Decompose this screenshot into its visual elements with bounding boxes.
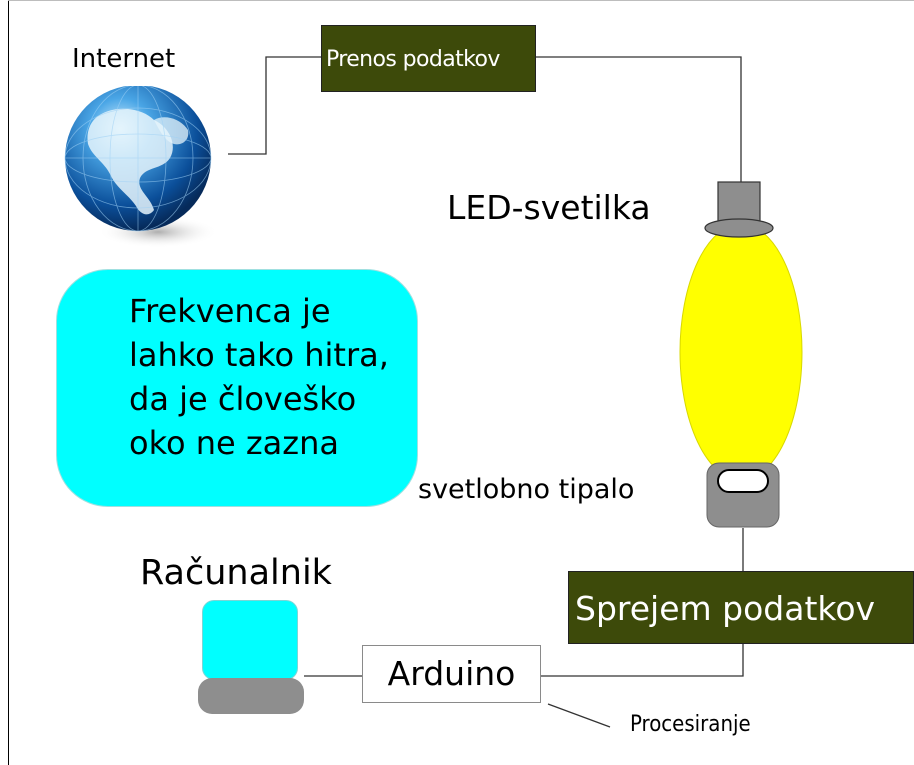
led-lamp-icon	[675, 178, 815, 502]
processing-pointer	[547, 703, 611, 728]
light-sensor-label: svetlobno tipalo	[418, 474, 635, 505]
led-lamp-label: LED-svetilka	[447, 188, 651, 227]
light-sensor-icon	[706, 462, 782, 536]
arduino-box: Arduino	[362, 645, 541, 703]
wire-transfer-to-lamp	[536, 56, 742, 183]
processing-label: Procesiranje	[630, 712, 751, 737]
computer-screen	[202, 600, 298, 680]
frequency-note-text: Frekvenca je lahko tako hitra, da je člo…	[129, 292, 389, 462]
computer-base	[198, 678, 304, 714]
data-transfer-box: Prenos podatkov	[321, 25, 536, 92]
frequency-note-box: Frekvenca je lahko tako hitra, da je člo…	[56, 269, 418, 507]
wire-receive-to-arduino	[541, 644, 744, 677]
globe-icon	[58, 84, 228, 260]
wire-globe-to-transfer	[228, 56, 321, 155]
computer-label: Računalnik	[140, 553, 332, 593]
internet-label: Internet	[72, 44, 176, 74]
computer-icon	[198, 600, 304, 716]
data-receive-box: Sprejem podatkov	[568, 571, 914, 644]
frame-top-border	[8, 0, 914, 1]
frame-left-border	[8, 0, 9, 765]
